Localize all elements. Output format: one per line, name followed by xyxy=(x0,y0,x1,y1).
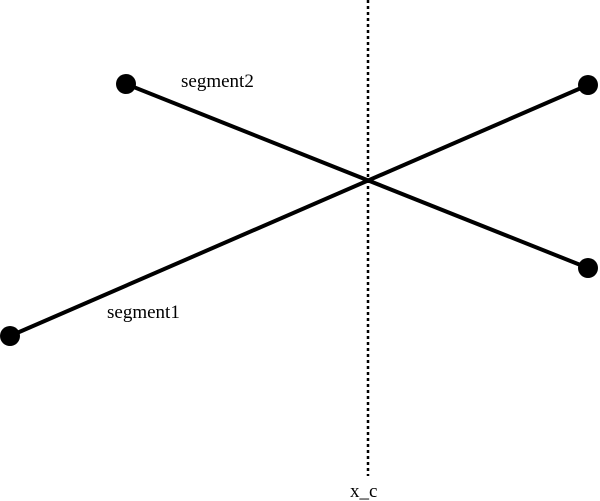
segment1-line xyxy=(9,83,589,338)
segment2-start-point xyxy=(116,74,136,94)
segment2-label: segment2 xyxy=(181,71,254,92)
segment2-end-point xyxy=(578,258,598,278)
segment1-label: segment1 xyxy=(107,302,180,323)
segment1-start-point xyxy=(0,326,20,346)
segment2-line xyxy=(125,82,589,270)
x-c-label: x_c xyxy=(350,481,377,501)
segment1-end-point xyxy=(578,75,598,95)
